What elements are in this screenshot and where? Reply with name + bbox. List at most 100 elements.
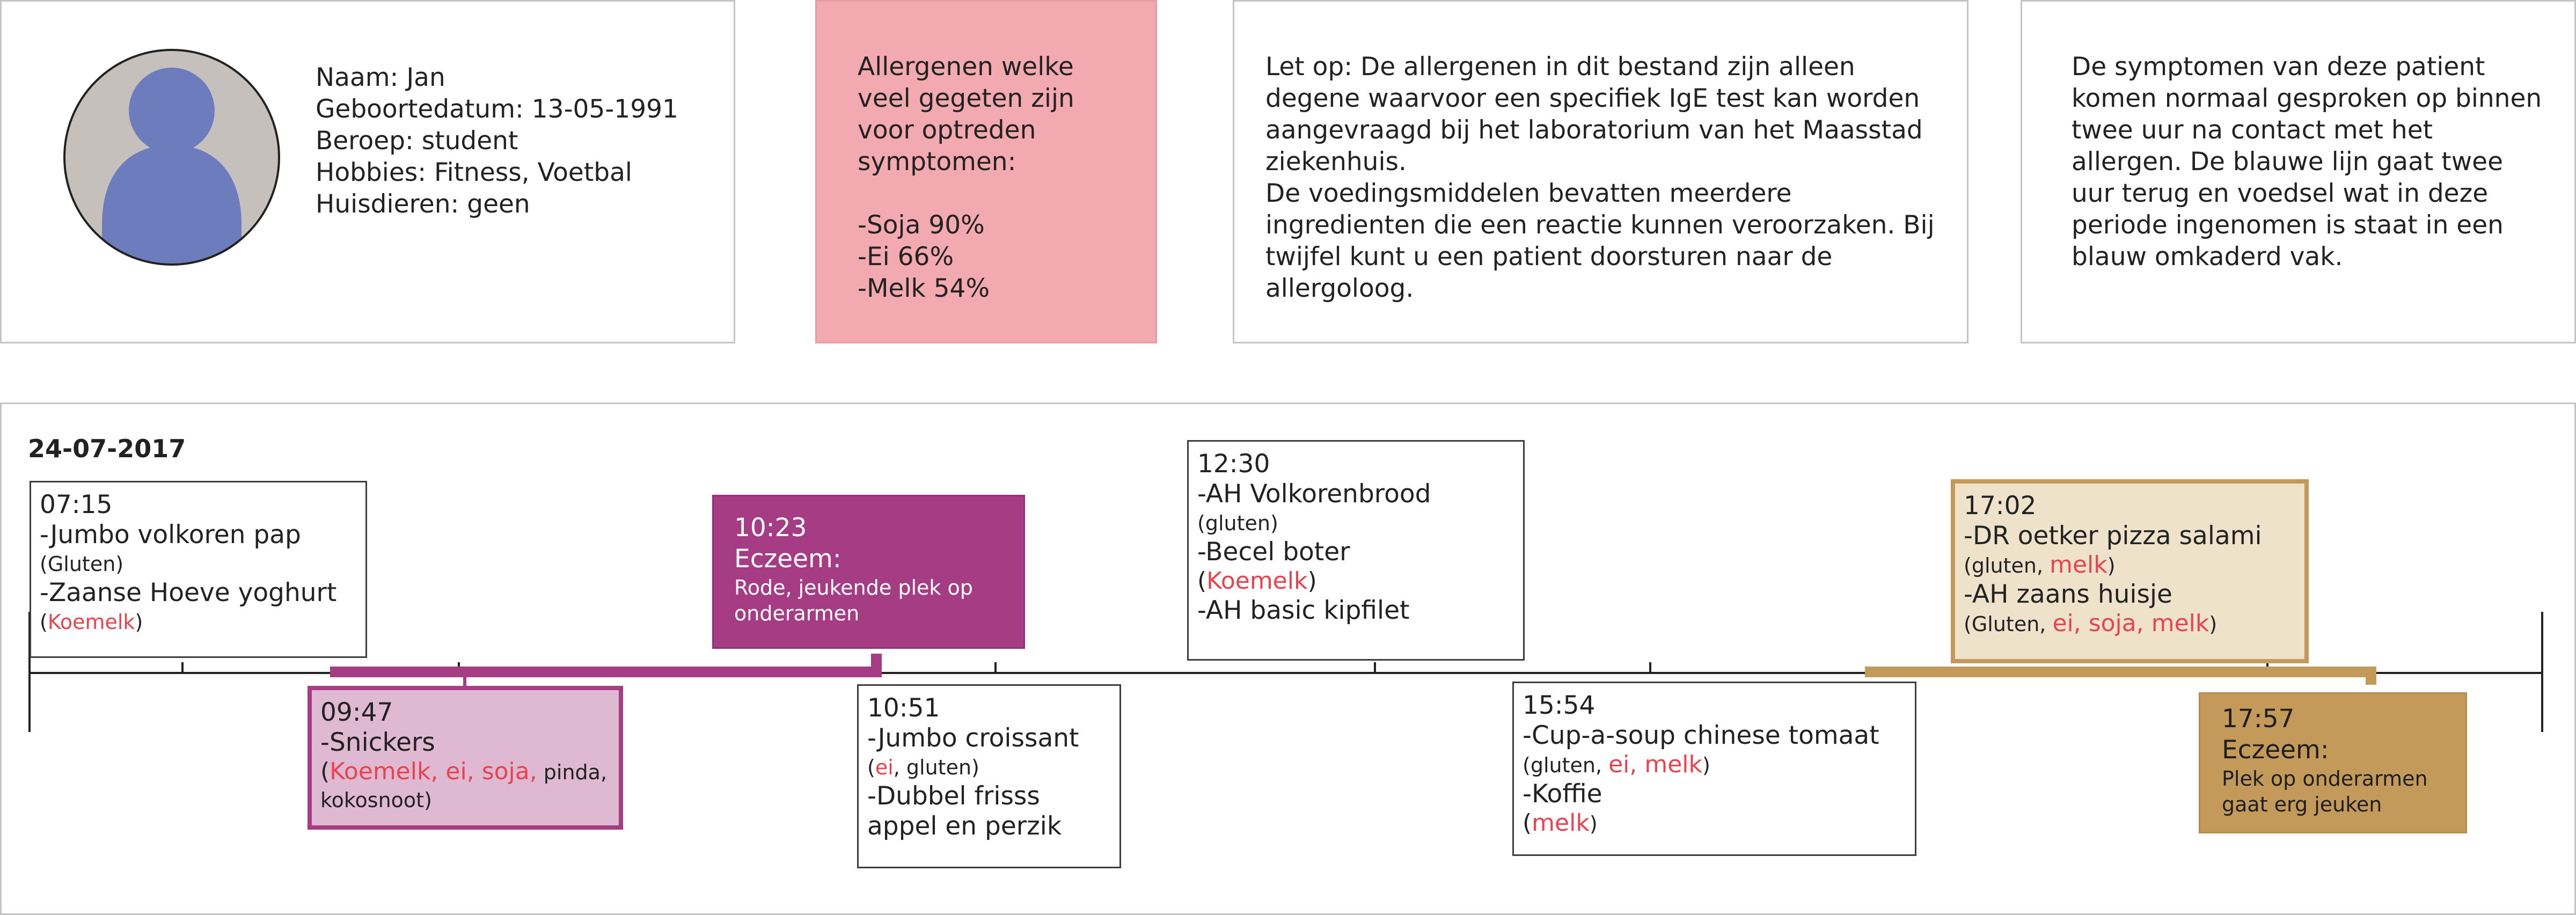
meal-card: 10:51-Jumbo croissant(ei, gluten)-Dubbel… (857, 684, 1121, 868)
meal-ingredients: (Gluten, ei, soja, melk) (1964, 610, 2296, 638)
avatar-icon (63, 49, 280, 266)
symptoms-info-text: De symptomen van deze patient komen norm… (2072, 52, 2542, 272)
allergen-highlight: Koemelk, ei, soja, (330, 758, 537, 785)
ingredient-text: -Dubbel frisss (867, 781, 1040, 811)
meal-item: -DR oetker pizza salami (1964, 521, 2296, 551)
meal-item: -Jumbo volkoren pap (40, 520, 357, 550)
allergen-highlight: Koemelk (1206, 567, 1308, 595)
meal-item: -Snickers (320, 728, 610, 758)
meal-item: -Dubbel frisss (867, 781, 1111, 811)
allergen-highlight: ei, soja, melk (2052, 610, 2209, 637)
ingredient-text: ) (1307, 567, 1317, 595)
meal-item: -Cup-a-soup chinese tomaat (1523, 721, 1906, 751)
meal-card: 15:54-Cup-a-soup chinese tomaat(gluten, … (1512, 682, 1916, 856)
meal-item: -AH Volkorenbrood (1197, 479, 1514, 509)
meal-ingredients: (Koemelk, ei, soja, pinda, (320, 758, 610, 786)
allergen-highlight: melk (1532, 809, 1590, 837)
ingredient-text: -Koffie (1523, 779, 1602, 809)
meal-ingredients: (ei, gluten) (867, 753, 1111, 781)
ingredient-text: (gluten) (1197, 511, 1278, 535)
ingredient-text: kokosnoot) (320, 788, 432, 812)
note-panel: Let op: De allergenen in dit bestand zij… (1233, 0, 1968, 343)
meal-time: 07:15 (40, 490, 113, 519)
ingredient-text: -AH Volkorenbrood (1197, 479, 1431, 509)
meal-ingredients: kokosnoot) (320, 786, 610, 814)
ingredient-text: -Jumbo croissant (867, 723, 1079, 753)
ingredient-text: ) (2209, 612, 2218, 636)
allergens-intro: Allergenen welke veel gegeten zijn voor … (858, 52, 1074, 177)
meal-item: appel en perzik (867, 811, 1111, 841)
meal-card: 12:30-AH Volkorenbrood(gluten)-Becel bot… (1187, 440, 1525, 661)
ingredient-text: -AH basic kipfilet (1197, 596, 1410, 625)
ingredient-text: , gluten) (893, 756, 979, 779)
ingredient-text: ( (867, 756, 875, 779)
meal-ingredients: (gluten, melk) (1964, 551, 2296, 580)
ingredient-text: (gluten, (1523, 753, 1609, 777)
ingredient-text: -Snickers (320, 728, 435, 757)
symptoms-info-panel: De symptomen van deze patient komen norm… (2021, 0, 2576, 343)
allergens-panel: Allergenen welke veel gegeten zijn voor … (815, 0, 1157, 343)
meal-item: -AH zaans huisje (1964, 580, 2296, 610)
meal-item: -Becel boter (1197, 537, 1514, 567)
meal-time: 17:02 (1964, 491, 2037, 521)
profile-birthdate: Geboortedatum: 13-05-1991 (316, 94, 678, 124)
meal-ingredients: (melk) (1523, 809, 1906, 838)
ingredient-text: ( (320, 758, 330, 785)
ingredient-text: ) (2107, 554, 2116, 577)
profile-hobbies: Hobbies: Fitness, Voetbal (316, 158, 632, 187)
event-description: Rode, jeukende plek op (734, 576, 973, 599)
ingredient-text: ( (1197, 567, 1207, 595)
note-text: Let op: De allergenen in dit bestand zij… (1265, 52, 1935, 303)
profile-name: Naam: Jan (316, 63, 445, 92)
profile-details: Naam: Jan Geboortedatum: 13-05-1991 Bero… (316, 62, 723, 220)
ingredient-text: pinda, (537, 760, 608, 784)
meal-item: -Zaanse Hoeve yoghurt (40, 578, 357, 608)
meal-time: 09:47 (320, 698, 393, 727)
meal-item: -Jumbo croissant (867, 723, 1111, 753)
meal-time: 12:30 (1197, 449, 1270, 479)
ingredient-text: -AH zaans huisje (1964, 580, 2172, 609)
allergen-highlight: ei, melk (1608, 751, 1703, 778)
ingredient-text: (Gluten) (40, 552, 124, 576)
ingredient-text: (Gluten, (1964, 612, 2053, 636)
meal-ingredients: (Koemelk) (40, 608, 357, 636)
meal-card: 07:15-Jumbo volkoren pap(Gluten)-Zaanse … (30, 481, 367, 658)
meal-time: 15:54 (1523, 691, 1596, 720)
profile-occupation: Beroep: student (316, 126, 518, 156)
meal-card: 17:02-DR oetker pizza salami(gluten, mel… (1951, 479, 2309, 663)
event-title: Eczeem: (2222, 735, 2329, 765)
allergen-highlight: melk (2050, 551, 2107, 579)
ingredient-text: ) (135, 610, 143, 634)
event-time: 10:23 (734, 513, 807, 543)
meal-ingredients: (gluten) (1197, 509, 1514, 537)
meal-time: 10:51 (867, 693, 940, 723)
meal-item: -AH basic kipfilet (1197, 596, 1514, 626)
allergen-melk: -Melk 54% (858, 274, 990, 303)
allergen-ei: -Ei 66% (858, 242, 954, 272)
event-title: Eczeem: (734, 544, 841, 574)
ingredient-text: ) (1702, 753, 1710, 777)
ingredient-text: -Zaanse Hoeve yoghurt (40, 578, 337, 607)
allergen-highlight: Koemelk (47, 610, 135, 634)
meal-ingredients: (Gluten) (40, 550, 357, 578)
symptom-event-card: 17:57 Eczeem: Plek op onderarmen gaat er… (2199, 692, 2467, 833)
allergen-highlight: ei (875, 756, 894, 779)
ingredient-text: (gluten, (1964, 554, 2050, 577)
ingredient-text: -Becel boter (1197, 537, 1350, 567)
meal-card: 09:47-Snickers(Koemelk, ei, soja, pinda,… (308, 686, 623, 830)
symptom-event-card: 10:23 Eczeem: Rode, jeukende plek op ond… (712, 495, 1025, 649)
timeline-axis (28, 612, 2543, 732)
ingredient-text: -Cup-a-soup chinese tomaat (1523, 721, 1879, 750)
ingredient-text: ( (40, 610, 48, 634)
ingredient-text: -Jumbo volkoren pap (40, 520, 301, 550)
meal-ingredients: (Koemelk) (1197, 567, 1514, 596)
meal-ingredients: (gluten, ei, melk) (1523, 751, 1906, 779)
meal-item: -Koffie (1523, 779, 1906, 809)
event-time: 17:57 (2222, 704, 2295, 734)
event-description: gaat erg jeuken (2222, 793, 2382, 816)
ingredient-text: ( (1523, 809, 1532, 837)
patient-profile-panel: Naam: Jan Geboortedatum: 13-05-1991 Bero… (0, 0, 735, 343)
timeline-date: 24-07-2017 (28, 434, 186, 463)
allergen-soja: -Soja 90% (858, 210, 985, 240)
event-description: Plek op onderarmen (2222, 767, 2428, 790)
